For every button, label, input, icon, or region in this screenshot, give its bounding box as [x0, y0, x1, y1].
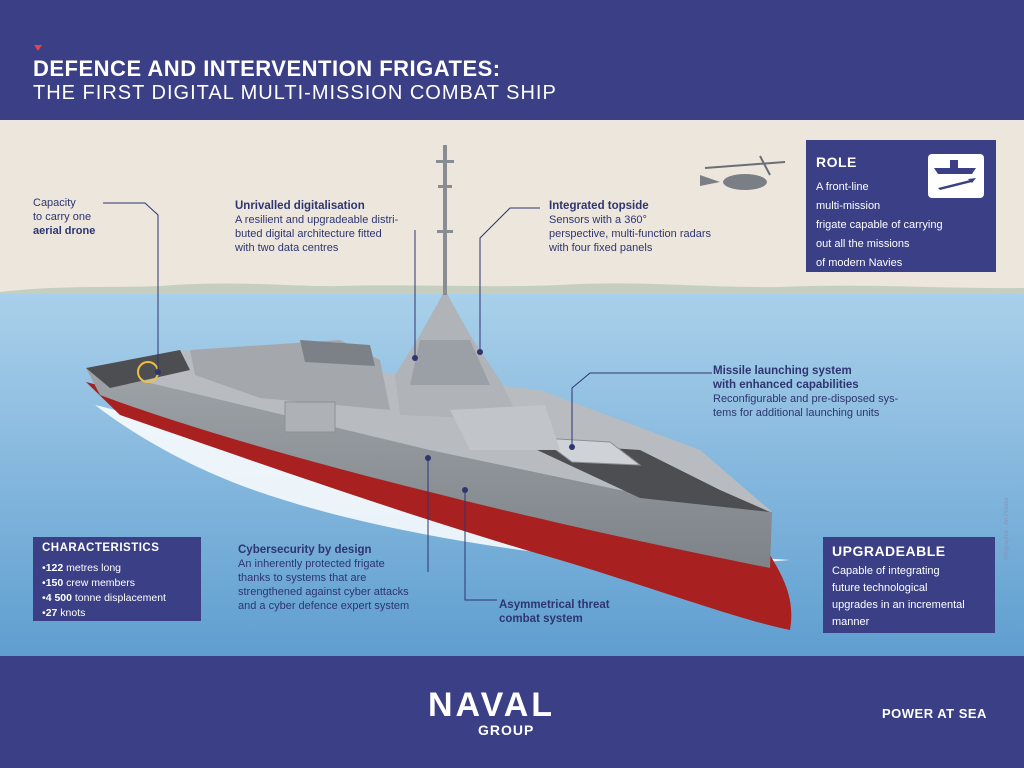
upgradeable-title: UPGRADEABLE [832, 543, 946, 559]
topside-line2: perspective, multi-function radars [549, 228, 712, 240]
footer-banner [0, 656, 1024, 768]
upgradeable-line1: Capable of integrating [832, 565, 940, 577]
asym-heading2: combat system [499, 613, 583, 625]
topside-line3: with four fixed panels [549, 242, 653, 254]
upgradeable-line2: future technological [832, 582, 928, 594]
role-title: ROLE [816, 154, 857, 170]
naval-group-logo-sub: GROUP [478, 722, 535, 738]
cyber-heading: Cybersecurity by design [238, 544, 372, 556]
hull-panel [284, 401, 336, 433]
helicopter-icon [700, 155, 786, 190]
digital-line1: A resilient and upgradeable distri- [235, 214, 399, 226]
upgradeable-line4: manner [832, 616, 870, 628]
hull-side [86, 368, 772, 568]
role-line2: multi-mission [816, 200, 881, 212]
digital-annotation: Unrivalled digitalisation A resilient an… [235, 199, 425, 255]
missile-line2: tems for additional launching units [713, 407, 880, 419]
page-subtitle: THE FIRST DIGITAL MULTI-MISSION COMBAT S… [33, 82, 557, 104]
image-credit: Infographie : Art Presse [1004, 497, 1010, 560]
page-title: DEFENCE AND INTERVENTION FRIGATES: [33, 56, 501, 81]
radar-panels [410, 340, 490, 385]
topside-annotation: Integrated topside Sensors with a 360° p… [549, 199, 749, 255]
cyber-line4: and a cyber defence expert system [238, 600, 410, 612]
topside-line1: Sensors with a 360° [549, 214, 647, 226]
characteristics-box: CHARACTERISTICS •122 metres long •150 cr… [33, 537, 201, 621]
role-line5: of modern Navies [816, 257, 903, 269]
characteristic-item: •150 crew members [42, 577, 135, 589]
naval-group-logo: NAVAL [428, 686, 556, 724]
role-line4: out all the missions [816, 238, 910, 250]
asym-annotation: Asymmetrical threat combat system [499, 598, 639, 626]
upgradeable-box: UPGRADEABLE Capable of integrating futur… [823, 537, 995, 633]
missile-line1: Reconfigurable and pre-disposed sys- [713, 393, 899, 405]
role-box: ROLE A front-line multi-mission frigate … [806, 140, 996, 272]
drone-annotation: Capacity to carry one aerial drone [33, 196, 143, 238]
frigate-missile-icon [928, 154, 984, 198]
header-banner: DEFENCE AND INTERVENTION FRIGATES: THE F… [0, 0, 1024, 120]
digital-line2: buted digital architecture fitted [235, 228, 382, 240]
characteristics-title: CHARACTERISTICS [42, 542, 160, 554]
role-line3: frigate capable of carrying [816, 219, 943, 231]
characteristic-item: •4 500 tonne displacement [42, 592, 166, 604]
role-text: A front-line multi-mission frigate capab… [816, 178, 946, 273]
characteristics-list: •122 metres long •150 crew members •4 50… [42, 561, 166, 621]
bridge [450, 405, 560, 450]
cyber-line1: An inherently protected frigate [238, 558, 385, 570]
cyber-line2: thanks to systems that are [238, 572, 367, 584]
wake-foam [95, 405, 790, 564]
cyber-line3: strengthened against cyber attacks [238, 586, 409, 598]
characteristic-item: •122 metres long [42, 562, 121, 574]
drone-line2: to carry one [33, 211, 92, 223]
slogan: POWER AT SEA [882, 706, 987, 721]
coastline [0, 283, 1024, 296]
asym-heading1: Asymmetrical threat [499, 599, 610, 611]
upgradeable-text: Capable of integrating future technologi… [832, 563, 965, 631]
topside-heading: Integrated topside [549, 200, 649, 212]
drone-line1: Capacity [33, 197, 76, 209]
hangar-top [300, 340, 375, 366]
missile-launcher [538, 437, 642, 466]
cyber-annotation: Cybersecurity by design An inherently pr… [238, 543, 438, 613]
missile-annotation: Missile launching system with enhanced c… [713, 364, 913, 420]
leader-dots [155, 349, 575, 493]
main-mast [443, 145, 447, 295]
role-line1: A front-line [816, 181, 869, 193]
accent-triangle-icon [34, 45, 42, 51]
upgradeable-line3: upgrades in an incremental [832, 599, 965, 611]
digital-heading: Unrivalled digitalisation [235, 200, 365, 212]
leader-lines [103, 202, 712, 601]
digital-line3: with two data centres [235, 242, 339, 254]
drone-bold: aerial drone [33, 225, 96, 237]
missile-heading2: with enhanced capabilities [713, 379, 859, 391]
missile-heading1: Missile launching system [713, 365, 852, 377]
characteristic-item: •27 knots [42, 607, 86, 619]
